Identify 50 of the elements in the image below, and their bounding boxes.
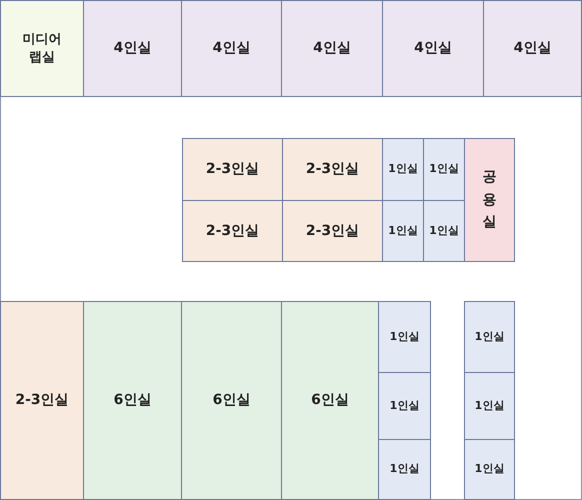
room — [483, 0, 582, 97]
room — [423, 138, 465, 201]
room — [281, 301, 379, 500]
room — [0, 0, 84, 97]
room — [282, 200, 383, 262]
room-label: 1인실 — [429, 224, 459, 238]
room-label: 2-3인실 — [206, 222, 260, 240]
room — [378, 372, 431, 440]
room-label: 1인실 — [474, 398, 504, 414]
room — [0, 301, 84, 500]
room-label: 1인실 — [474, 330, 504, 344]
room-label: 4인실 — [414, 39, 452, 58]
room-label: 1인실 — [388, 224, 418, 238]
room — [464, 138, 515, 262]
room-label: 2-3인실 — [306, 160, 360, 179]
room-label: 4인실 — [313, 39, 351, 58]
room — [464, 372, 515, 440]
room-label: 미디어 랩실 — [22, 30, 62, 66]
room-label: 2-3인실 — [15, 391, 69, 410]
room — [83, 0, 182, 97]
room — [182, 138, 283, 201]
room-label: 1인실 — [429, 162, 459, 177]
room-label: 2-3인실 — [306, 222, 360, 240]
room-label: 2-3인실 — [206, 160, 260, 179]
room-label: 1인실 — [390, 330, 420, 344]
room — [281, 0, 383, 97]
room — [181, 0, 282, 97]
room-label: 4인실 — [114, 39, 152, 58]
room — [182, 200, 283, 262]
room — [282, 138, 383, 201]
room — [378, 301, 431, 373]
room-label: 6인실 — [311, 391, 349, 410]
room-label: 1인실 — [388, 162, 418, 177]
room — [464, 439, 515, 500]
room — [382, 200, 424, 262]
room — [83, 301, 182, 500]
room-label: 4인실 — [514, 39, 552, 58]
room-label: 1인실 — [474, 462, 504, 477]
room — [378, 439, 431, 500]
room — [423, 200, 465, 262]
room-label: 공용실 — [482, 168, 496, 232]
room — [382, 0, 484, 97]
room — [181, 301, 282, 500]
room-label: 1인실 — [390, 398, 420, 414]
room-label: 4인실 — [212, 39, 250, 58]
room — [464, 301, 515, 373]
room-label: 6인실 — [114, 391, 152, 410]
room-label: 6인실 — [212, 391, 250, 410]
room-label: 1인실 — [390, 462, 420, 477]
room — [382, 138, 424, 201]
